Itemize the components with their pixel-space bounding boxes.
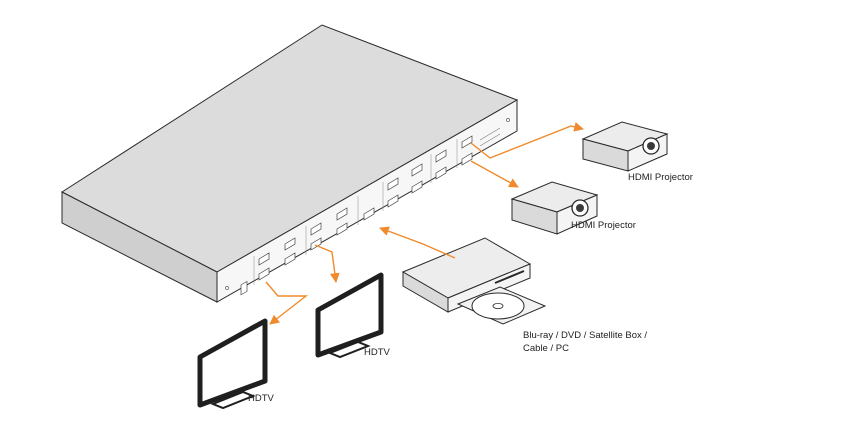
matrix-switcher-unit (61, 24, 519, 303)
hdmi-port (435, 166, 447, 180)
projector-lens-inner (576, 204, 584, 212)
cable-to-hdtv-2 (314, 244, 340, 283)
hdmi-port-group (387, 163, 423, 208)
hdtv-2-label: HDTV (364, 347, 391, 358)
mounting-screw-icon (225, 286, 229, 290)
hdmi-port (284, 252, 296, 266)
tv-stand (327, 340, 371, 359)
hdmi-port (284, 237, 296, 251)
hdmi-cables (265, 122, 584, 325)
hdmi-port (310, 237, 322, 251)
player-display-slot (494, 270, 525, 284)
hdmi-port (461, 152, 473, 166)
hdmi-port (411, 163, 423, 177)
hdmi-port (461, 135, 473, 149)
hdmi-port (258, 267, 270, 281)
hdmi-projector-2 (510, 181, 599, 235)
chassis-rear-panel (216, 99, 518, 303)
hdmi-port (336, 207, 348, 221)
projector-2-label: HDMI Projector (571, 220, 636, 231)
tv-stand (210, 390, 256, 410)
hdmi-port (435, 149, 447, 163)
hdtv-2 (315, 272, 384, 359)
mounting-screw-icon (506, 118, 510, 122)
hdmi-port (258, 252, 270, 266)
source-label-line-2: Cable / PC (523, 343, 569, 354)
hdmi-port (310, 222, 322, 236)
tv-frame (197, 318, 268, 408)
projector-lens-inner (647, 142, 655, 150)
power-switch (240, 280, 248, 296)
hdtv-1-label: HDTV (248, 393, 275, 404)
hdmi-port (363, 207, 375, 221)
hdmi-port (387, 177, 399, 191)
source-label-line-1: Blu-ray / DVD / Satellite Box / (523, 330, 647, 341)
projector-1-label: HDMI Projector (628, 172, 693, 183)
hdtv-1 (197, 318, 268, 410)
tv-frame (315, 272, 384, 358)
hdmi-port-group (258, 237, 296, 281)
cable-from-source (379, 226, 456, 259)
cable-to-projector-1 (470, 122, 584, 159)
hdmi-port (387, 194, 399, 208)
hdmi-projector-1 (581, 121, 669, 172)
panel-dividers (253, 139, 458, 285)
hdmi-port-group (435, 149, 447, 180)
hdmi-port-group (461, 135, 473, 166)
hdmi-input-ports (363, 207, 375, 221)
cable-to-hdtv-1 (265, 281, 309, 325)
disc-center-hole (492, 302, 504, 309)
hdmi-port (411, 180, 423, 194)
source-player-device (401, 237, 547, 325)
hdmi-port-group (310, 207, 348, 251)
cable-to-projector-2 (470, 160, 519, 188)
hdmi-port (336, 222, 348, 236)
